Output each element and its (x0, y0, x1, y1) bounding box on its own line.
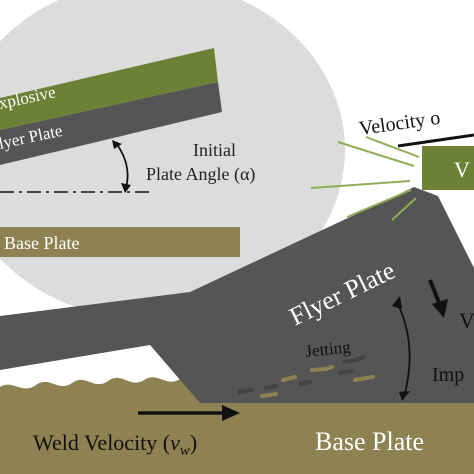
ray-3 (365, 136, 420, 158)
main-base-plate (0, 403, 474, 474)
ray-2 (337, 141, 415, 167)
down-arrow-head (432, 299, 448, 318)
main-v-label: V (459, 308, 474, 333)
inset-angle-label-line1: Initial (193, 140, 236, 160)
weld-velocity-symbol: v (170, 430, 180, 455)
fragment-2 (368, 350, 388, 358)
inset-angle-arrow-bottom (121, 183, 131, 193)
weld-wave-interface (0, 377, 200, 403)
impact-arrow-bottom (399, 391, 410, 401)
impact-label: Imp (432, 364, 464, 386)
fragment-9 (260, 392, 278, 398)
jetting-fragments (238, 350, 388, 398)
weld-arrow-head (222, 405, 240, 421)
main-flyer-plate (0, 187, 474, 403)
ray-4 (346, 189, 412, 218)
jetting-label: Jetting (304, 337, 352, 361)
detonation-rays (310, 136, 420, 221)
impact-arrow-top (392, 296, 402, 309)
weld-velocity-subscript: w (180, 443, 190, 459)
main-explosive-block (422, 146, 474, 190)
main-v-glyph: V (454, 157, 470, 182)
inset-angle-arrow-top (112, 140, 122, 149)
weld-velocity-label: Weld Velocity (vw) (33, 430, 197, 459)
fragment-11 (313, 387, 333, 394)
fragment-1 (342, 355, 366, 364)
ray-1 (310, 180, 411, 189)
ray-5 (391, 197, 417, 221)
fragment-7 (298, 380, 312, 386)
inset-base-plate (0, 227, 240, 257)
fragment-5 (353, 375, 375, 382)
inset-flyer-plate (0, 82, 222, 165)
weld-velocity-text: Weld Velocity ( (33, 430, 170, 455)
fragment-6 (281, 375, 297, 382)
fragment-3 (310, 365, 334, 372)
velocity-bar (397, 133, 474, 148)
inset-explosive-layer (0, 48, 218, 130)
fragment-10 (238, 388, 254, 394)
weld-velocity-close: ) (190, 430, 197, 455)
velocity-label: Velocity o (358, 107, 442, 140)
inset-angle-label-line2: Plate Angle (α) (146, 164, 255, 185)
main-base-label: Base Plate (315, 427, 424, 456)
inset-base-label: Base Plate (4, 233, 79, 253)
down-arrow-shaft (428, 279, 442, 306)
fragment-8 (264, 384, 278, 390)
impact-angle-arc (396, 301, 411, 398)
fragment-4 (338, 369, 354, 375)
